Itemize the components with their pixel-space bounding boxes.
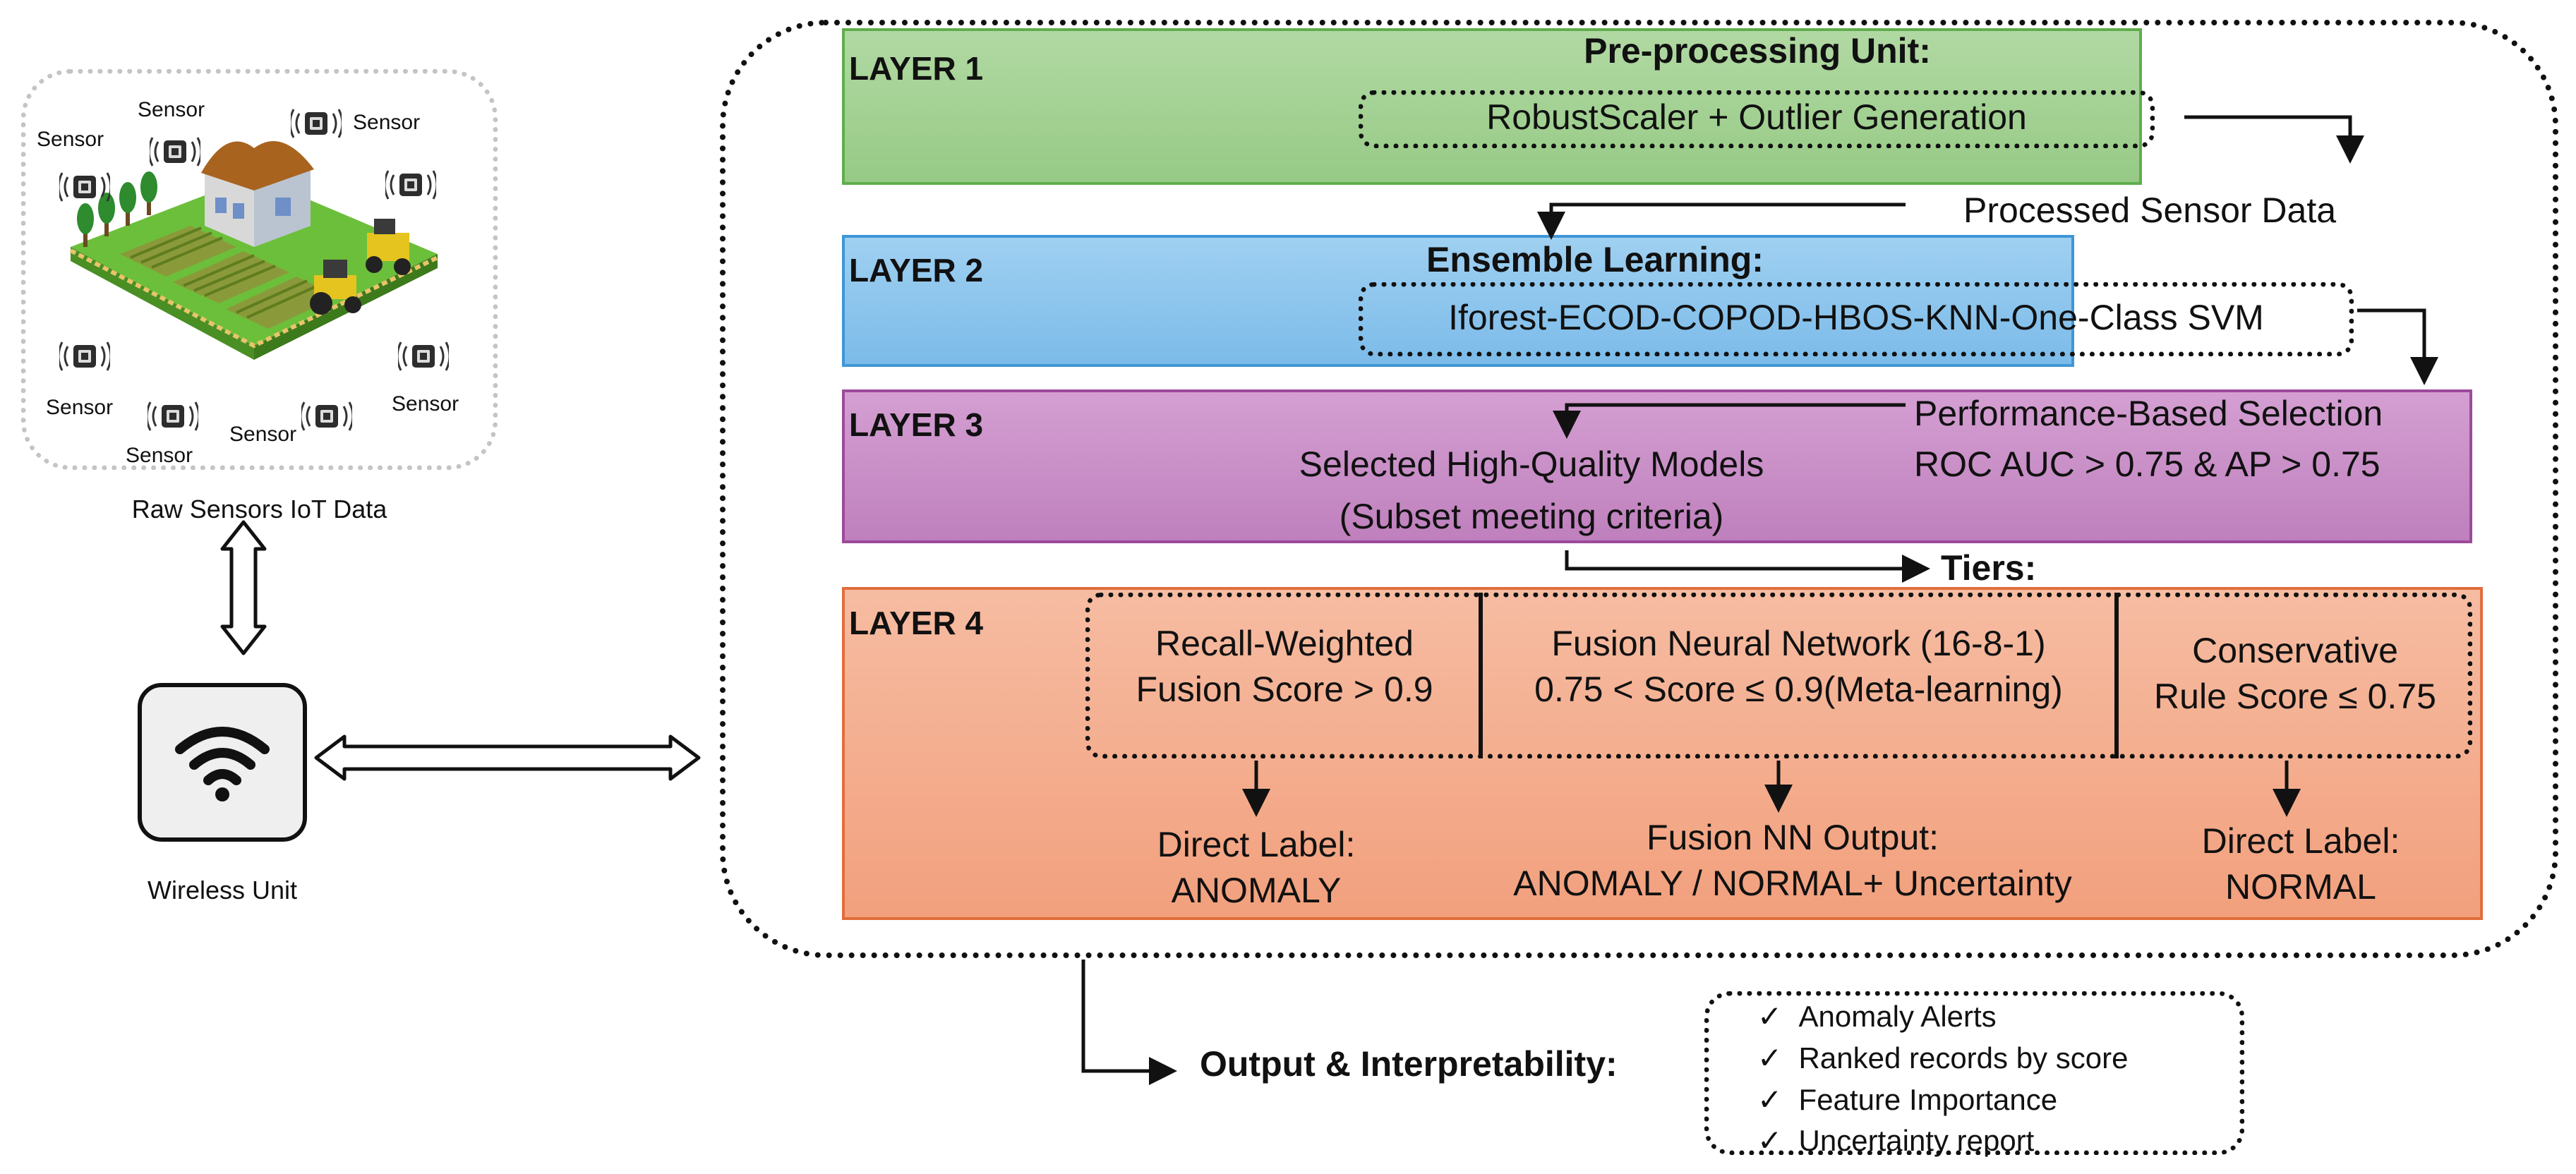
- check-icon: ✓: [1757, 1041, 1783, 1075]
- output-item-label: Anomaly Alerts: [1798, 1000, 1997, 1033]
- layer3-criteria-title: Performance-Based Selection: [1914, 394, 2383, 433]
- sensor-icon: [383, 159, 438, 210]
- output-anomaly: Direct Label: ANOMALY: [1115, 822, 1397, 914]
- layer1-label: LAYER 1: [849, 50, 984, 87]
- layer1-process-text: RobustScaler + Outlier Generation: [1486, 97, 2027, 137]
- arrow-to-l2: [1537, 202, 1906, 240]
- layer1-process-box: [1359, 90, 2155, 148]
- output-item-label: Feature Importance: [1798, 1082, 2058, 1116]
- sensor-icon: [299, 391, 354, 442]
- layer2-panel: [842, 235, 2074, 367]
- wifi-icon: [175, 727, 270, 801]
- tier3-line1: Conservative: [2192, 631, 2398, 670]
- output-item: ✓ Anomaly Alerts: [1757, 996, 2128, 1038]
- layer2-title: Ensemble Learning:: [1426, 240, 1764, 279]
- layer2-models-box: [1359, 282, 2354, 356]
- tier-divider-1: [1479, 593, 1483, 758]
- tiers-label: Tiers:: [1941, 548, 2037, 588]
- layer2-models-text: Iforest-ECOD-COPOD-HBOS-KNN-One-Class SV…: [1448, 298, 2264, 337]
- iot-caption: Raw Sensors IoT Data: [131, 495, 387, 524]
- layer1-panel: [842, 28, 2142, 185]
- out1-line2: ANOMALY: [1171, 871, 1342, 910]
- tier2-line2: 0.75 < Score ≤ 0.9(Meta-learning): [1534, 670, 2063, 709]
- layer3-panel: [842, 389, 2472, 543]
- tier2-line1: Fusion Neural Network (16-8-1): [1551, 624, 2046, 663]
- output-fusion-nn: Fusion NN Output: ANOMALY / NORMAL+ Unce…: [1447, 815, 2138, 907]
- out3-line1: Direct Label:: [2201, 821, 2400, 861]
- output-items-box: [1704, 991, 2244, 1155]
- sensor-label: Sensor: [392, 392, 459, 416]
- tier1-text: Recall-Weighted Fusion Score > 0.9: [1090, 621, 1479, 713]
- output-item-label: Ranked records by score: [1798, 1041, 2129, 1075]
- sensor-label: Sensor: [126, 444, 193, 467]
- output-title: Output & Interpretability:: [1200, 1044, 1618, 1084]
- layer4-label: LAYER 4: [849, 605, 984, 641]
- layer1-title: Pre-processing Unit:: [1584, 31, 1931, 71]
- wireless-caption: Wireless Unit: [147, 876, 298, 904]
- tier3-text: Conservative Rule Score ≤ 0.75: [2119, 628, 2472, 720]
- sensor-icon: [57, 162, 112, 212]
- tier1-line2: Fusion Score > 0.9: [1136, 670, 1433, 709]
- arrow-l1-out: [2184, 115, 2364, 164]
- arrow-l2-out: [2357, 308, 2438, 385]
- check-icon: ✓: [1757, 1124, 1783, 1158]
- layer2-label: LAYER 2: [849, 252, 984, 289]
- layer3-criteria-text: ROC AUC > 0.75 & AP > 0.75: [1914, 444, 2381, 484]
- out3-line2: NORMAL: [2225, 867, 2376, 907]
- sensor-label: Sensor: [46, 396, 114, 419]
- out2-line1: Fusion NN Output:: [1646, 818, 1939, 857]
- layer4-tiers-box: [1085, 593, 2472, 758]
- sensor-label: Sensor: [229, 423, 297, 446]
- sensor-label: Sensor: [138, 98, 205, 121]
- output-items-list: ✓ Anomaly Alerts ✓ Ranked records by sco…: [1757, 996, 2128, 1162]
- tier1-line1: Recall-Weighted: [1155, 624, 1414, 663]
- sensor-label: Sensor: [37, 128, 104, 151]
- tier3-line2: Rule Score ≤ 0.75: [2154, 677, 2436, 716]
- smart-farm-illustration: [69, 141, 439, 360]
- out1-line1: Direct Label:: [1157, 825, 1356, 864]
- tier2-text: Fusion Neural Network (16-8-1) 0.75 < Sc…: [1483, 621, 2114, 713]
- tier-divider-2: [2114, 593, 2119, 758]
- pipeline-frame: [720, 20, 2558, 958]
- layer3-selected-line2: (Subset meeting criteria): [1339, 497, 1724, 536]
- output-item: ✓ Ranked records by score: [1757, 1038, 2128, 1079]
- sensor-label: Sensor: [353, 111, 421, 134]
- check-icon: ✓: [1757, 1082, 1783, 1116]
- sensor-icon: [145, 391, 200, 442]
- arrow-to-tiers: [1565, 550, 1930, 583]
- processed-data-label: Processed Sensor Data: [1963, 190, 2337, 230]
- out2-line2: ANOMALY / NORMAL+ Uncertainty: [1513, 864, 2072, 903]
- wireless-unit: [138, 683, 307, 842]
- layer3-label: LAYER 3: [849, 406, 984, 443]
- output-item-label: Uncertainty report: [1798, 1124, 2035, 1158]
- check-icon: ✓: [1757, 1000, 1783, 1033]
- output-item: ✓ Feature Importance: [1757, 1079, 2128, 1121]
- iot-farm-panel: [21, 69, 498, 470]
- double-arrow-horizontal: [314, 734, 701, 781]
- output-item: ✓ Uncertainty report: [1757, 1120, 2128, 1162]
- arrow-output: [1081, 960, 1177, 1085]
- output-normal: Direct Label: NORMAL: [2160, 818, 2442, 910]
- layer3-selected-line1: Selected High-Quality Models: [1299, 444, 1764, 484]
- double-arrow-vertical: [220, 520, 267, 655]
- arrow-criteria: [1553, 403, 1906, 439]
